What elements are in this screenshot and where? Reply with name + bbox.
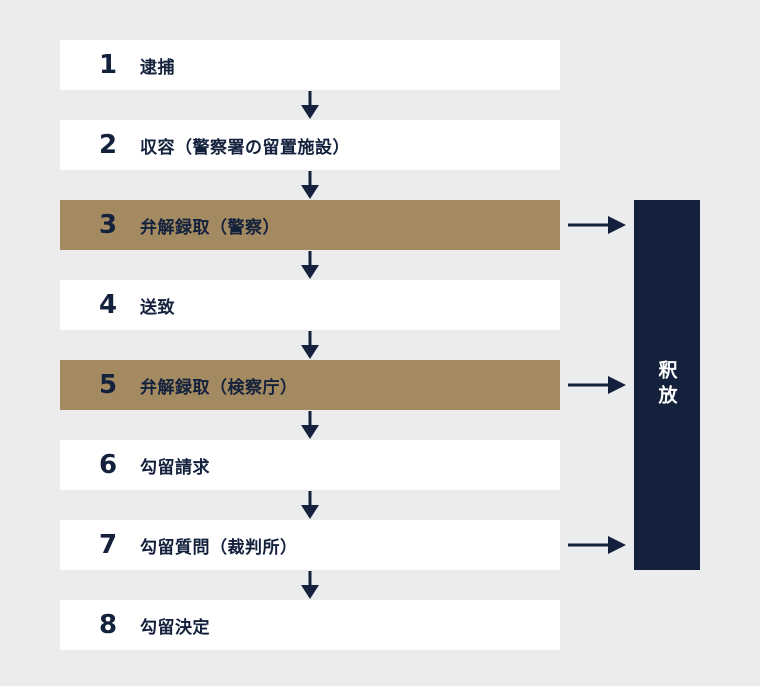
step-label: 勾留質問（裁判所） — [140, 537, 298, 558]
arrow-right-icon — [568, 536, 626, 554]
step-number: 1 — [98, 50, 118, 80]
step-label: 送致 — [140, 297, 175, 318]
arrow-down-icon — [301, 331, 319, 359]
step-number: 7 — [98, 530, 118, 560]
step-number: 3 — [98, 210, 118, 240]
step-label: 弁解録取（検察庁） — [140, 377, 298, 398]
arrow-right-icon — [568, 376, 626, 394]
arrow-down-icon — [301, 571, 319, 599]
step-number: 5 — [98, 370, 118, 400]
release-label: 釈放 — [655, 360, 678, 410]
step-6: 6 勾留請求 — [60, 440, 560, 490]
step-label: 収容（警察署の留置施設） — [140, 137, 350, 158]
arrow-down-icon — [301, 251, 319, 279]
step-7: 7 勾留質問（裁判所） — [60, 520, 560, 570]
step-1: 1 逮捕 — [60, 40, 560, 90]
step-4: 4 送致 — [60, 280, 560, 330]
step-2: 2 収容（警察署の留置施設） — [60, 120, 560, 170]
step-8: 8 勾留決定 — [60, 600, 560, 650]
step-label: 弁解録取（警察） — [140, 217, 280, 238]
arrow-down-icon — [301, 171, 319, 199]
arrow-down-icon — [301, 411, 319, 439]
step-number: 4 — [98, 290, 118, 320]
step-label: 逮捕 — [140, 57, 175, 78]
release-box: 釈放 — [634, 200, 700, 570]
step-3: 3 弁解録取（警察） — [60, 200, 560, 250]
arrow-right-icon — [568, 216, 626, 234]
step-5: 5 弁解録取（検察庁） — [60, 360, 560, 410]
step-label: 勾留請求 — [140, 457, 210, 478]
arrow-down-icon — [301, 491, 319, 519]
step-label: 勾留決定 — [140, 617, 210, 638]
arrow-down-icon — [301, 91, 319, 119]
step-number: 2 — [98, 130, 118, 160]
step-number: 8 — [98, 610, 118, 640]
step-number: 6 — [98, 450, 118, 480]
